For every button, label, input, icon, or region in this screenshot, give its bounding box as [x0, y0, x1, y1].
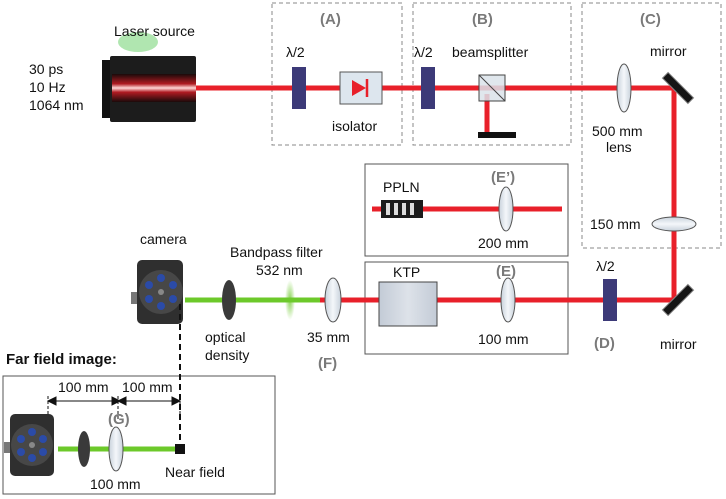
mirror-top-label: mirror	[650, 43, 687, 59]
laser-param-duration: 30 ps	[29, 61, 63, 77]
laser-source	[102, 32, 196, 122]
beamsplitter-label: beamsplitter	[452, 44, 529, 60]
near-field-label: Near field	[165, 464, 225, 480]
section-a-label: (A)	[320, 11, 341, 28]
laser-param-wavelength: 1064 nm	[29, 97, 83, 113]
waveplate-2-label: λ/2	[414, 44, 433, 60]
box-c-telescope-stage	[581, 2, 722, 249]
box-e-ktp-stage	[364, 261, 569, 355]
ppln-crystal	[381, 200, 423, 218]
laser-source-rod	[112, 74, 196, 102]
section-f-label: (F)	[318, 355, 337, 372]
lens-500mm-label-line1: 500 mm	[592, 123, 643, 139]
ktp-crystal	[378, 281, 438, 327]
box-b-beamsplitter-stage	[412, 2, 572, 146]
optical-density-label-line1: optical	[205, 329, 245, 345]
far-field-distance-2: 100 mm	[122, 379, 173, 395]
optical-density-label-line2: density	[205, 347, 249, 363]
ktp-label: KTP	[393, 264, 420, 280]
bandpass-filter-label-line1: Bandpass filter	[230, 244, 323, 260]
camera	[131, 260, 183, 324]
far-field-distance-1: 100 mm	[58, 379, 109, 395]
bandpass-filter-label-line2: 532 nm	[256, 262, 303, 278]
laser-param-rate: 10 Hz	[29, 79, 66, 95]
isolator-label: isolator	[332, 118, 377, 134]
box-far-field	[2, 375, 276, 495]
section-d-label: (D)	[594, 335, 615, 352]
lens-100mm	[500, 277, 516, 323]
waveplate-2	[421, 67, 435, 109]
box-a-isolator-stage	[271, 2, 403, 146]
ppln-label: PPLN	[383, 179, 420, 195]
waveplate-1	[292, 67, 306, 109]
near-field-marker	[175, 444, 185, 454]
section-e-label: (E)	[496, 263, 516, 280]
lens-500mm	[616, 63, 632, 113]
optical-density-filter	[222, 280, 236, 320]
far-field-camera	[4, 414, 54, 476]
laser-source-title: Laser source	[114, 23, 195, 39]
beam-dump	[478, 132, 516, 138]
far-field-od-filter	[78, 431, 90, 467]
section-c-label: (C)	[640, 11, 661, 28]
lens-35mm-label: 35 mm	[307, 329, 350, 345]
lens-150mm	[651, 216, 697, 232]
section-boxes	[2, 2, 722, 495]
waveplate-3-label: λ/2	[596, 258, 615, 274]
mirror-bottom	[661, 283, 695, 317]
box-e-prime-ppln-stage	[364, 163, 569, 257]
lens-200mm-label: 200 mm	[478, 235, 529, 251]
section-e-prime-label: (E’)	[491, 169, 515, 186]
waveplate-1-label: λ/2	[286, 44, 305, 60]
section-b-label: (B)	[472, 11, 493, 28]
far-field-lens	[108, 426, 124, 472]
isolator	[339, 71, 383, 105]
section-g-label: (G)	[108, 411, 130, 428]
lens-100mm-label: 100 mm	[478, 331, 529, 347]
lens-35mm	[324, 277, 342, 323]
far-field-title: Far field image:	[6, 351, 117, 368]
beamsplitter	[478, 74, 506, 102]
mirror-top	[661, 71, 695, 105]
lens-500mm-label-line2: lens	[606, 139, 632, 155]
green-beam-path	[58, 297, 320, 452]
mirror-bottom-label: mirror	[660, 336, 697, 352]
bandpass-filter	[285, 280, 295, 320]
laser-source-glow	[118, 32, 158, 52]
laser-source-cap	[102, 60, 112, 118]
lens-150mm-label: 150 mm	[590, 216, 641, 232]
waveplate-3	[603, 279, 617, 321]
lens-200mm	[498, 186, 514, 232]
camera-label: camera	[140, 231, 187, 247]
far-field-lens-label: 100 mm	[90, 476, 141, 492]
